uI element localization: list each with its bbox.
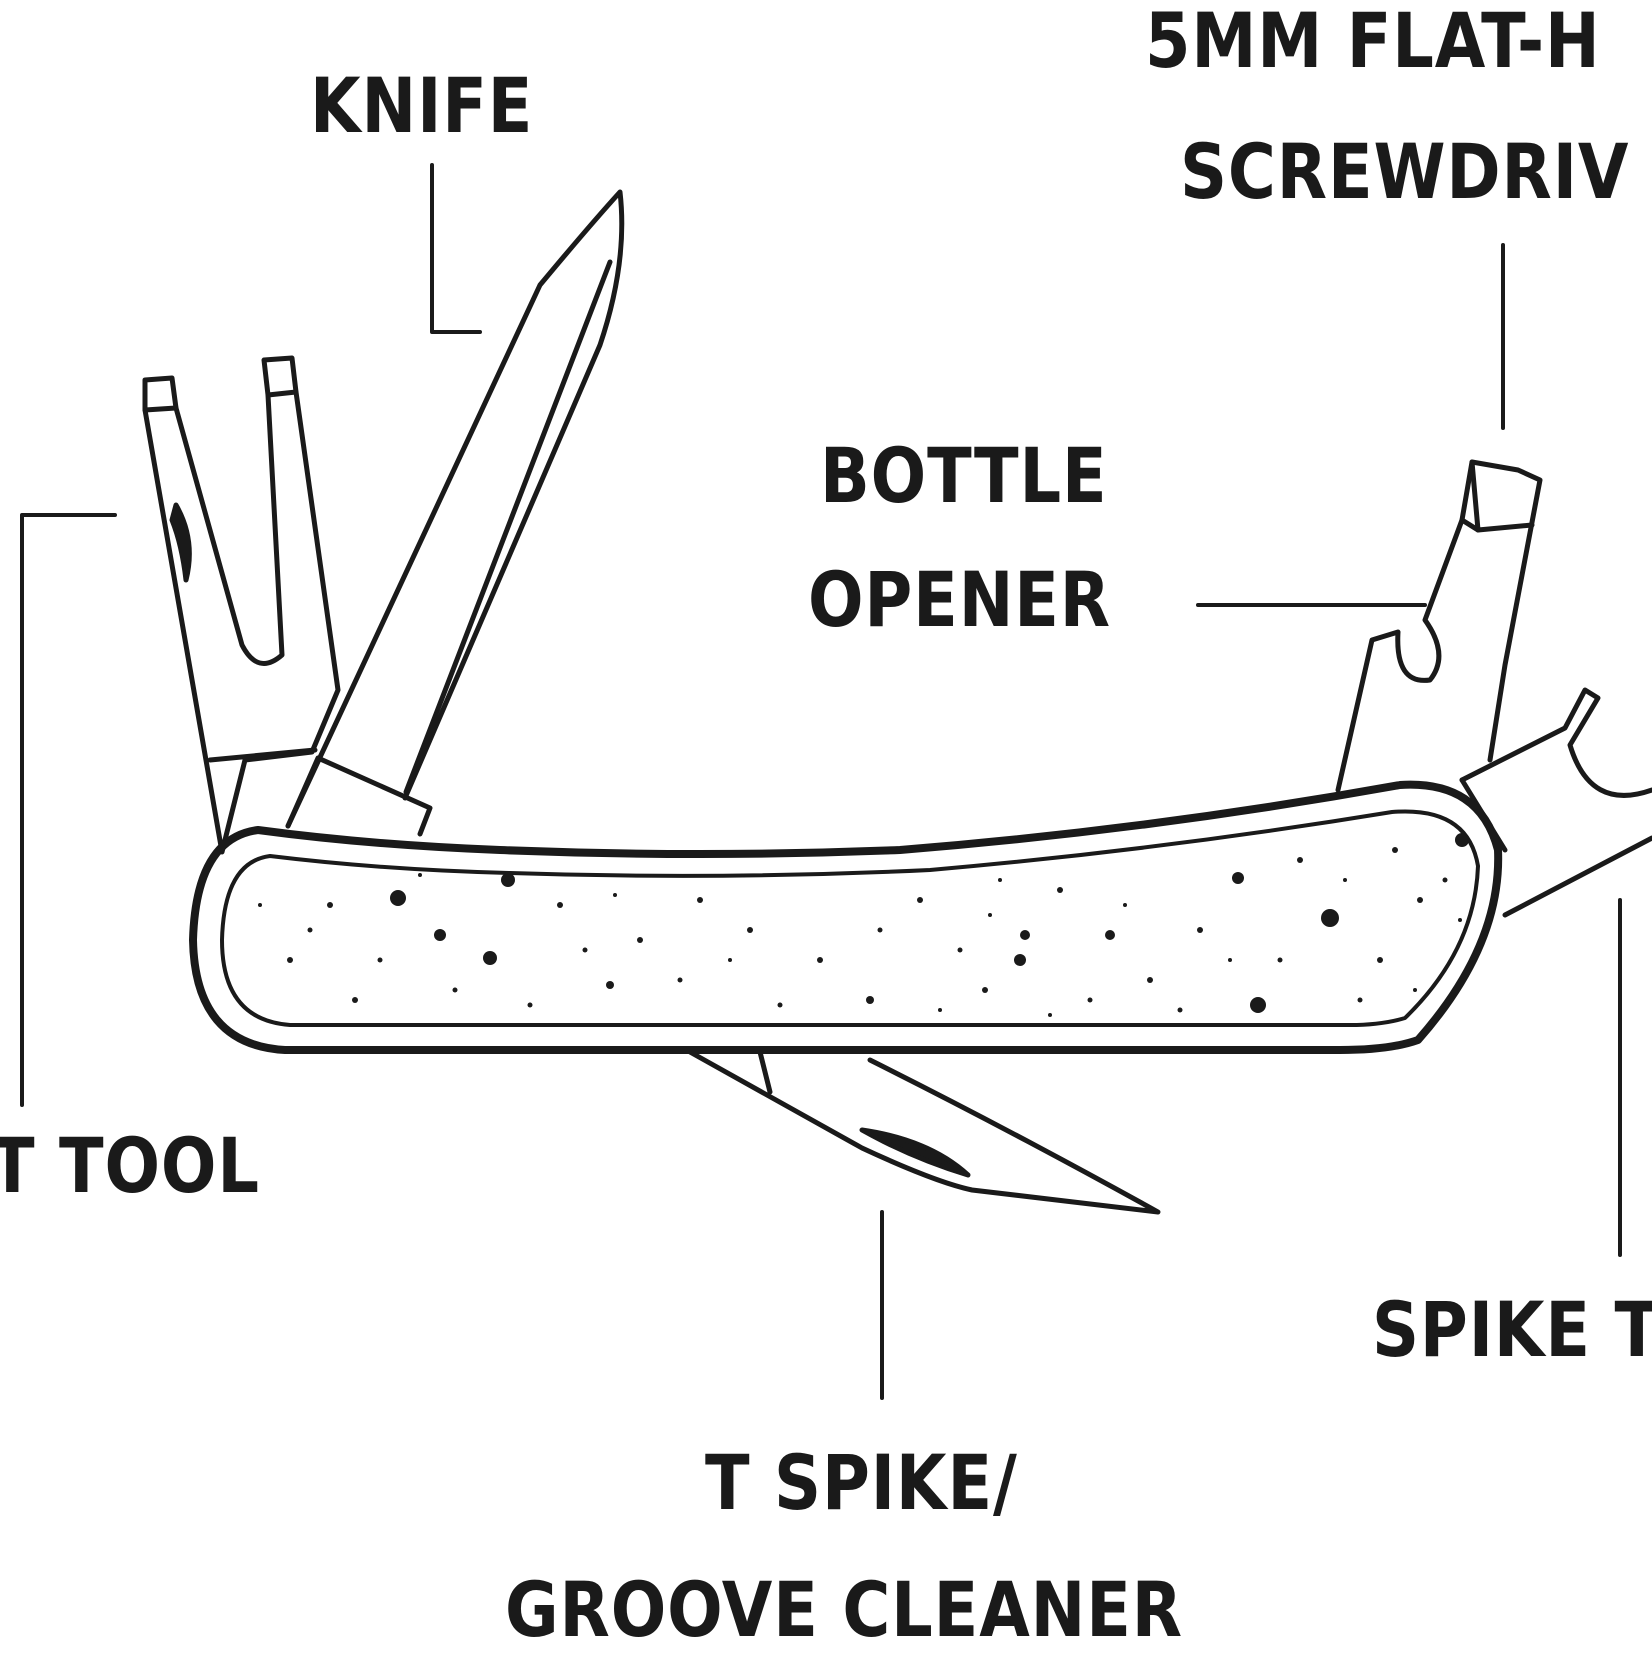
divot-tool-label: T TOOL <box>0 1121 260 1210</box>
handle <box>189 780 1503 1054</box>
t-spike-label-line2: GROOVE CLEANER <box>505 1565 1183 1654</box>
t-spike-label-line1: T SPIKE/ <box>705 1438 1018 1527</box>
screwdriver-bottle-opener <box>1335 459 1543 793</box>
knife-blade <box>285 189 625 837</box>
knife-label: KNIFE <box>310 61 534 150</box>
spike-tool-label: SPIKE T <box>1372 1285 1652 1374</box>
divot-tool-fork <box>142 355 341 855</box>
leader-lines <box>20 163 1622 1400</box>
divot-tool-leader <box>20 513 117 1107</box>
t-spike-groove-cleaner <box>687 1049 1161 1215</box>
screwdriver-label-line1: 5MM FLAT-H <box>1145 0 1601 85</box>
screwdriver-label-line2: SCREWDRIV <box>1180 127 1630 216</box>
bottle-opener-label-line2: OPENER <box>808 555 1111 644</box>
knife-leader <box>430 163 482 334</box>
bottle-opener-label-line1: BOTTLE <box>820 431 1108 520</box>
handle-speckle-texture <box>258 833 1469 1017</box>
spike-tool <box>1459 687 1652 918</box>
